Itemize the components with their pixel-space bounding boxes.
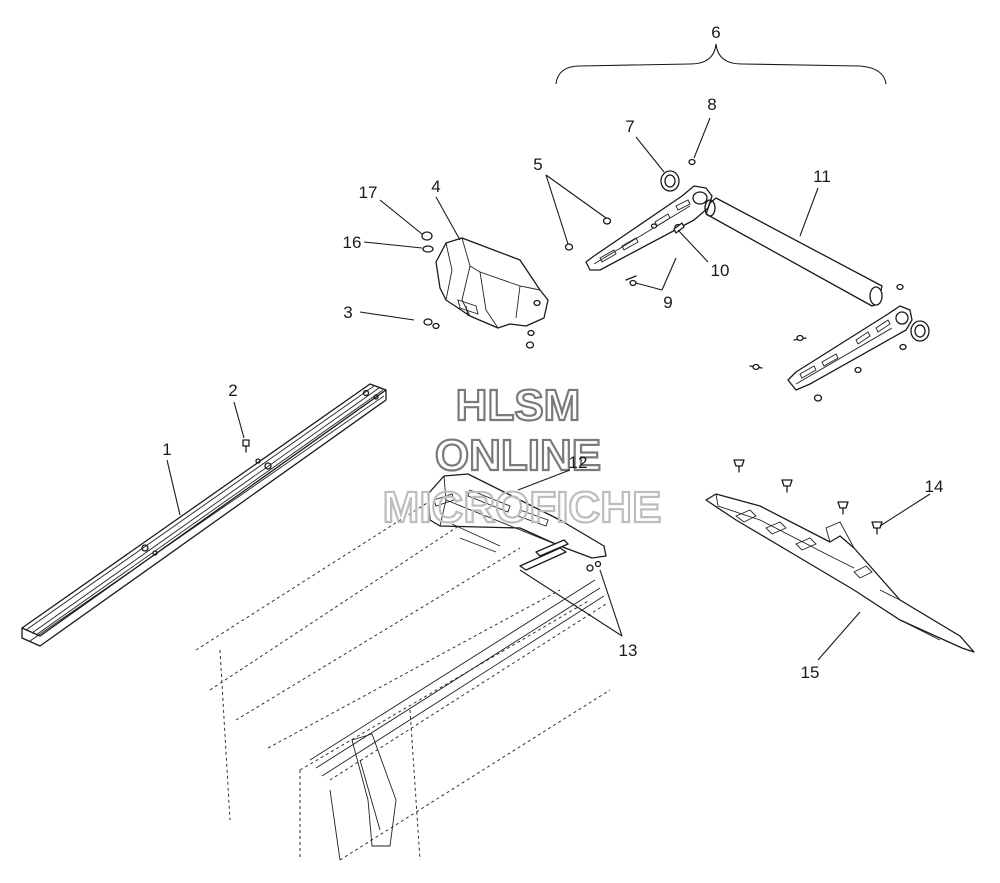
callout-9: 9 bbox=[663, 293, 672, 312]
watermark-line-1: HLSM bbox=[456, 381, 581, 430]
callout-13: 13 bbox=[619, 641, 638, 660]
frame-part bbox=[195, 481, 611, 861]
callout-8: 8 bbox=[707, 95, 716, 114]
watermark: HLSM ONLINE MICROFICHE bbox=[382, 380, 663, 533]
tube-part bbox=[704, 197, 883, 307]
callout-1: 1 bbox=[162, 440, 171, 459]
callout-4: 4 bbox=[431, 177, 440, 196]
lower-bushing-part bbox=[910, 320, 930, 342]
callout-labels: 1 2 3 4 5 6 7 8 9 10 11 12 13 14 15 16 1… bbox=[162, 23, 943, 682]
skid-pins bbox=[733, 459, 883, 535]
callout-3: 3 bbox=[343, 303, 352, 322]
callout-16: 16 bbox=[343, 233, 362, 252]
bracket-plate-part bbox=[427, 473, 607, 559]
watermark-line-2: ONLINE bbox=[435, 431, 601, 480]
callout-11: 11 bbox=[813, 167, 831, 186]
lower-arm-hardware bbox=[749, 283, 907, 402]
side-rail-part bbox=[21, 383, 387, 647]
leader-lines bbox=[166, 43, 931, 661]
rail-screw-part bbox=[242, 439, 250, 453]
callout-10: 10 bbox=[711, 261, 730, 280]
watermark-line-3: MICROFICHE bbox=[383, 483, 662, 532]
callout-15: 15 bbox=[801, 663, 820, 682]
callout-14: 14 bbox=[925, 477, 944, 496]
upper-arm-part bbox=[585, 185, 713, 271]
callout-12: 12 bbox=[569, 453, 588, 472]
cover-part bbox=[435, 237, 549, 329]
skid-part bbox=[705, 493, 975, 653]
lower-arm-part bbox=[787, 305, 913, 391]
callout-7: 7 bbox=[625, 117, 634, 136]
callout-2: 2 bbox=[228, 381, 237, 400]
cover-hardware bbox=[421, 231, 541, 349]
callout-5: 5 bbox=[533, 155, 542, 174]
upper-arm-hardware bbox=[564, 158, 696, 287]
bracket-slots bbox=[451, 523, 602, 572]
bushing-part bbox=[660, 170, 680, 192]
callout-6: 6 bbox=[711, 23, 720, 42]
callout-17: 17 bbox=[359, 183, 378, 202]
